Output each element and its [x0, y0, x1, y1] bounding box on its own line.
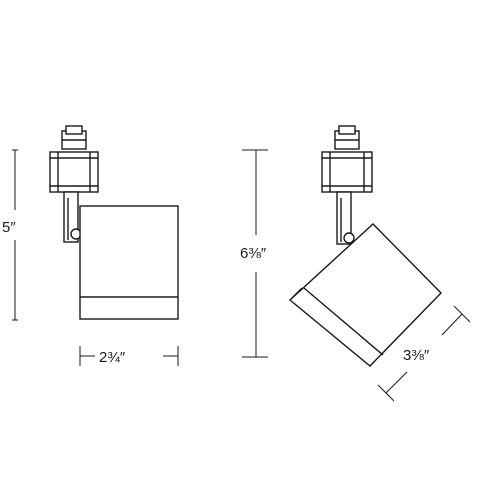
front-track-adapter — [49, 125, 99, 193]
front-height-dimension: 5″ — [2, 149, 18, 321]
tilted-head-body — [288, 223, 442, 367]
tilted-head-label: 3⅜″ — [403, 347, 430, 364]
tilted-view-fixture — [288, 125, 442, 367]
tilted-stem — [336, 191, 355, 245]
tilted-head-dimension: 3⅜″ — [377, 305, 471, 402]
front-height-label: 5″ — [2, 219, 16, 236]
front-head-body — [79, 205, 179, 320]
front-width-label: 2¾″ — [99, 349, 126, 366]
front-stem — [63, 191, 82, 243]
tilted-height-dimension: 6⅜″ — [240, 149, 268, 358]
front-width-dimension: 2¾″ — [79, 346, 179, 366]
front-view-fixture — [49, 125, 179, 320]
tilted-height-label: 6⅜″ — [240, 245, 267, 262]
tilted-track-adapter — [321, 125, 373, 193]
